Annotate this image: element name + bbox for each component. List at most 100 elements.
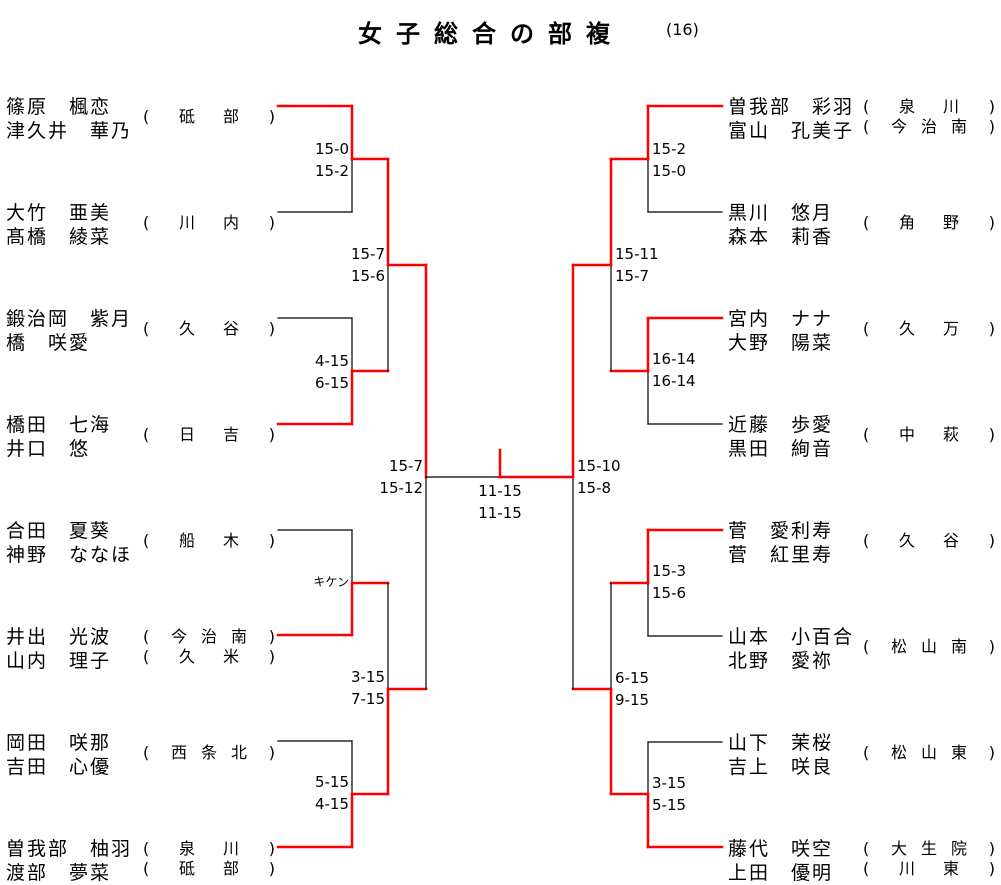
paren-close: ) xyxy=(268,647,275,666)
paren-open: ( xyxy=(143,839,150,858)
school-text: 日 吉 xyxy=(178,425,245,444)
school-text: 泉 川 xyxy=(898,97,965,116)
school-text: 久 谷 xyxy=(178,319,245,338)
paren-open: ( xyxy=(863,425,870,444)
match-score: 3-15 xyxy=(350,668,385,686)
paren-open: ( xyxy=(863,859,870,878)
player-name: 富山 孔美子 xyxy=(728,120,855,142)
paren-open: ( xyxy=(863,531,870,550)
player-name: 山本 小百合 xyxy=(728,626,855,648)
school-text: 西条北 xyxy=(171,743,262,762)
match-score: 5-15 xyxy=(652,796,687,814)
player-name: 近藤 歩愛 xyxy=(728,414,834,436)
paren-close: ) xyxy=(988,839,995,858)
school-text: 松山東 xyxy=(891,743,982,762)
paren-close: ) xyxy=(988,319,995,338)
school-name: ( 砥 部) xyxy=(143,106,275,128)
school-name: ( 松山東) xyxy=(863,742,995,764)
school-text: 松山南 xyxy=(891,637,982,656)
school-name: ( 久 万) xyxy=(863,318,995,340)
paren-close: ) xyxy=(988,743,995,762)
page-title: 女子総合の部複 xyxy=(358,14,624,49)
player-name: 井出 光波 xyxy=(6,626,112,648)
match-score: 11-15 xyxy=(478,504,522,522)
player-name: 吉田 心優 xyxy=(6,756,112,778)
player-name: 津久井 華乃 xyxy=(6,120,133,142)
paren-open: ( xyxy=(143,319,150,338)
paren-close: ) xyxy=(268,839,275,858)
match-score: 7-15 xyxy=(350,690,385,708)
school-name: ( 泉 川) xyxy=(143,838,275,860)
school-text: 大生院 xyxy=(891,839,982,858)
paren-close: ) xyxy=(268,213,275,232)
school-text: 今治南 xyxy=(171,627,262,646)
player-name: 大竹 亜美 xyxy=(6,202,112,224)
player-name: 鍛治岡 紫月 xyxy=(6,308,133,330)
paren-open: ( xyxy=(143,531,150,550)
match-score: 4-15 xyxy=(314,352,349,370)
player-name: 井口 悠 xyxy=(6,438,91,460)
draw-size: (16) xyxy=(666,20,699,39)
school-text: 川 東 xyxy=(898,859,965,878)
match-score: 16-14 xyxy=(652,350,696,368)
school-text: 砥 部 xyxy=(178,107,245,126)
player-name: 山内 理子 xyxy=(6,650,112,672)
player-name: 合田 夏葵 xyxy=(6,520,112,542)
paren-close: ) xyxy=(268,425,275,444)
paren-open: ( xyxy=(863,743,870,762)
paren-open: ( xyxy=(863,319,870,338)
school-text: 角 野 xyxy=(898,213,965,232)
player-name: 菅 愛利寿 xyxy=(728,520,834,542)
school-name: ( 川 内) xyxy=(143,212,275,234)
paren-open: ( xyxy=(143,627,150,646)
match-score: 15-3 xyxy=(652,562,687,580)
paren-close: ) xyxy=(988,213,995,232)
paren-close: ) xyxy=(268,859,275,878)
paren-open: ( xyxy=(143,647,150,666)
school-text: 船 木 xyxy=(178,531,245,550)
match-score: 15-0 xyxy=(314,140,349,158)
paren-close: ) xyxy=(268,107,275,126)
player-name: 岡田 咲那 xyxy=(6,732,112,754)
paren-close: ) xyxy=(988,425,995,444)
paren-open: ( xyxy=(863,637,870,656)
paren-open: ( xyxy=(143,743,150,762)
paren-close: ) xyxy=(988,531,995,550)
school-name: (今治南) xyxy=(863,116,995,138)
paren-close: ) xyxy=(268,319,275,338)
paren-open: ( xyxy=(863,839,870,858)
player-name: 篠原 楓恋 xyxy=(6,96,112,118)
school-text: 泉 川 xyxy=(178,839,245,858)
paren-open: ( xyxy=(143,107,150,126)
player-name: 上田 優明 xyxy=(728,862,834,884)
match-score: 15-10 xyxy=(577,457,621,475)
school-name: ( 久 谷) xyxy=(143,318,275,340)
school-text: 川 内 xyxy=(178,213,245,232)
paren-open: ( xyxy=(143,859,150,878)
paren-close: ) xyxy=(988,637,995,656)
match-score: 15-7 xyxy=(350,245,385,263)
school-text: 久 万 xyxy=(898,319,965,338)
match-score: 3-15 xyxy=(652,774,687,792)
paren-open: ( xyxy=(143,425,150,444)
match-score: 15-2 xyxy=(652,140,687,158)
school-name: (角 野) xyxy=(863,212,995,234)
match-score: 15-2 xyxy=(314,162,349,180)
paren-close: ) xyxy=(268,627,275,646)
title-text: 女子総合の部複 xyxy=(358,20,624,48)
school-name: ( 大生院) xyxy=(863,838,995,860)
player-name: 曽我部 柚羽 xyxy=(6,838,133,860)
player-name: 曽我部 彩羽 xyxy=(728,96,855,118)
match-score: 16-14 xyxy=(652,372,696,390)
school-name: ( 今治南) xyxy=(143,626,275,648)
school-text: 今治南 xyxy=(891,117,982,136)
paren-open: ( xyxy=(143,213,150,232)
player-name: 橋 咲愛 xyxy=(6,332,91,354)
match-score: 11-15 xyxy=(478,482,522,500)
player-name: 渡部 夢菜 xyxy=(6,862,112,884)
player-name: 大野 陽菜 xyxy=(728,332,834,354)
school-name: (川 東) xyxy=(863,858,995,880)
school-name: (西条北) xyxy=(143,742,275,764)
paren-close: ) xyxy=(988,97,995,116)
